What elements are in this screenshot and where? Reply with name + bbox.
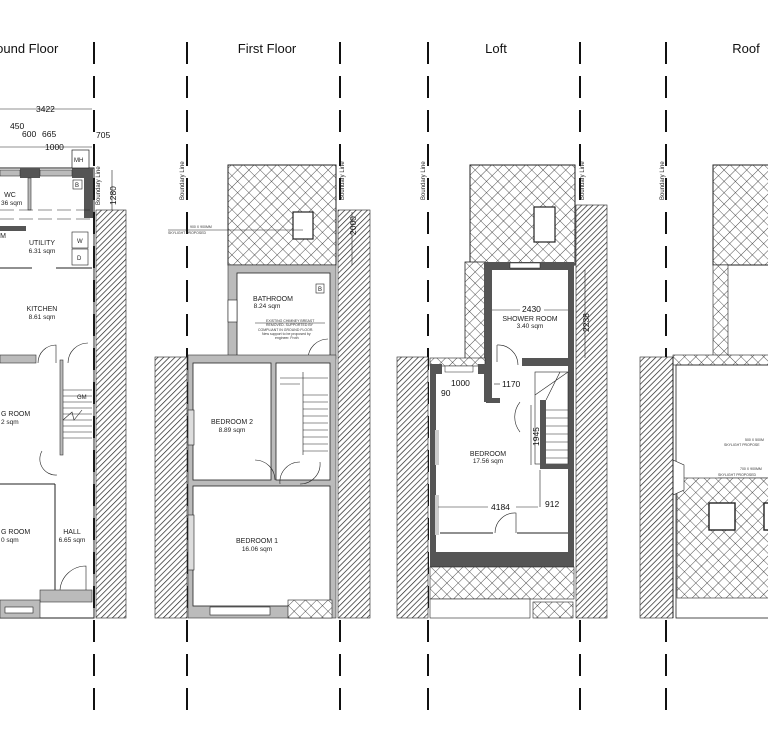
roof-plan: 500 X 500M SKYLIGHT PROPOSE 700 X 900MM … [639, 164, 768, 619]
dim-600: 600 [22, 129, 36, 139]
boundary-label: Boundary Line [180, 161, 186, 200]
boundary-label: Boundary Line [660, 161, 666, 200]
roof-note: SKYLIGHT PROPOSE [724, 443, 760, 447]
dim-2000: 2000 [348, 216, 358, 235]
boundary-label: Boundary Line [421, 161, 427, 200]
ground-floor-plan: MH B WC 36 sqm M UTILITY 6.31 sqm W D KI… [0, 104, 127, 619]
fixture-b: B [318, 287, 322, 293]
title-ground-floor: Ground Floor [0, 41, 59, 56]
dim-2238: 2238 [581, 313, 591, 332]
roof-note: SKYLIGHT PROPOSED [718, 473, 757, 477]
room-living-area: 2 sqm [1, 419, 19, 426]
dim-4184: 4184 [491, 502, 510, 512]
room-bathroom-area: 8.24 sqm [254, 303, 281, 310]
dim-1945: 1945 [531, 427, 541, 446]
skylight-note: 900 X 900MM [190, 225, 212, 229]
loft-plan: 2430 SHOWER ROOM 3.40 sqm 2238 1000 90 1… [396, 164, 608, 619]
room-bedroom1-name: BEDROOM 1 [236, 538, 278, 545]
room-utility-name: UTILITY [29, 240, 55, 247]
first-floor-plan: 900 X 900MM SKYLIGHT PROPOSED B BATHROOM… [154, 164, 371, 619]
room-bedroom2-area: 8.89 sqm [219, 427, 246, 434]
room-living-name: G ROOM [1, 411, 30, 418]
dim-705: 705 [96, 130, 110, 140]
chimney-note: New support to be proposed by [262, 332, 311, 336]
dim-912: 912 [545, 499, 559, 509]
fixture-b: B [75, 183, 79, 189]
room-front-name: G ROOM [1, 529, 30, 536]
room-wc-area: 36 sqm [1, 200, 22, 207]
dim-90: 90 [441, 388, 451, 398]
boundary-label: Boundary Line [580, 161, 586, 200]
title-roof: Roof [732, 41, 760, 56]
fixture-d: D [77, 256, 82, 262]
dim-1280: 1280 [108, 186, 118, 205]
room-hall-name: HALL [63, 529, 81, 536]
room-bedroom-name: BEDROOM [470, 451, 506, 458]
chimney-note: REMOVED. SUPPORTED BY [266, 323, 314, 327]
room-kitchen-area: 8.61 sqm [29, 314, 56, 321]
fixture-mh: MH [74, 158, 83, 164]
dim-450: 450 [10, 121, 24, 131]
skylight-note: SKYLIGHT PROPOSED [168, 231, 207, 235]
chimney-note: engineer. Froth [275, 336, 299, 340]
label-gm: GM [77, 395, 87, 401]
dim-1170: 1170 [502, 379, 521, 389]
chimney-note: EXISTING CHIMNEY BREAST [266, 319, 315, 323]
room-shower-area: 3.40 sqm [517, 323, 544, 330]
title-first-floor: First Floor [238, 41, 297, 56]
boundary-label: Boundary Line [96, 166, 102, 205]
room-kitchen-name: KITCHEN [27, 306, 58, 313]
room-bedroom2-name: BEDROOM 2 [211, 419, 253, 426]
dim-1000: 1000 [451, 378, 470, 388]
room-bedroom1-area: 16.06 sqm [242, 546, 272, 553]
room-hall-area: 6.65 sqm [59, 537, 86, 544]
dim-3422: 3422 [36, 104, 55, 114]
dim-2430: 2430 [522, 304, 541, 314]
label-m: M [0, 233, 6, 240]
room-bedroom-area: 17.56 sqm [473, 458, 503, 465]
roof-note: 700 X 900MM [740, 467, 762, 471]
dim-1000: 1000 [45, 142, 64, 152]
chimney-note: COMPLIANT IN GROUND FLOOR. [258, 328, 313, 332]
room-shower-name: SHOWER ROOM [502, 316, 557, 323]
room-utility-area: 6.31 sqm [29, 248, 56, 255]
dim-665: 665 [42, 129, 56, 139]
room-front-area: 0 sqm [1, 537, 19, 544]
roof-note: 500 X 500M [745, 438, 764, 442]
fixture-w: W [77, 239, 83, 245]
boundary-label: Boundary Line [340, 161, 346, 200]
title-loft: Loft [485, 41, 507, 56]
room-wc-name: WC [4, 192, 16, 199]
room-bathroom-name: BATHROOM [253, 296, 293, 303]
